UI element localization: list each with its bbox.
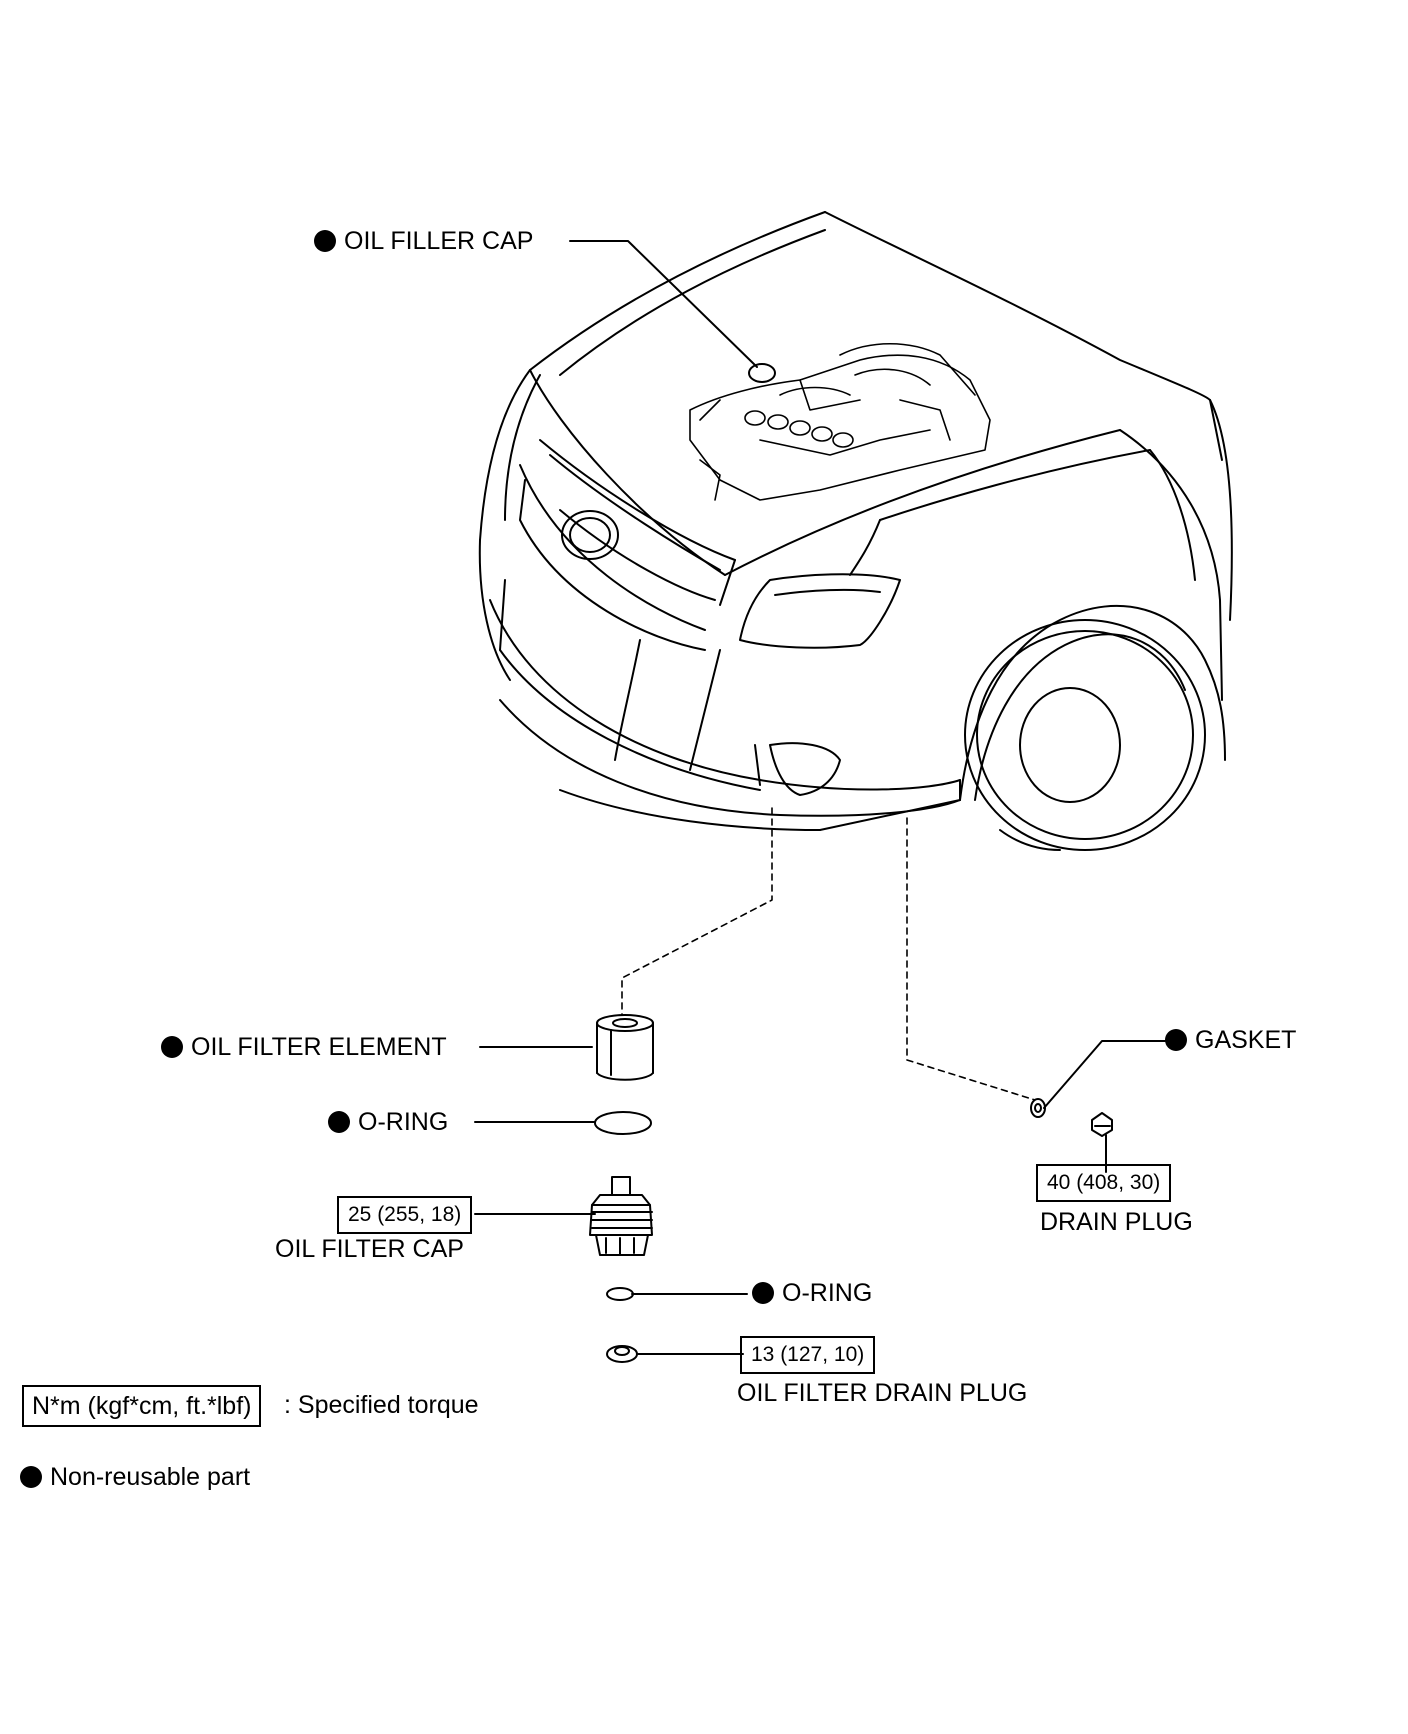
drain-plug-part — [1091, 1112, 1113, 1137]
leader-gasket — [1043, 1040, 1166, 1109]
oil-filler-cap-part — [748, 363, 776, 383]
torque-drain-plug: 40 (408, 30) — [1036, 1164, 1172, 1202]
legend-non-reusable: Non-reusable part — [20, 1462, 250, 1492]
label-o-ring-2: O-RING — [752, 1278, 872, 1308]
non-reusable-dot-icon — [752, 1282, 774, 1304]
oil-filter-cap-part — [589, 1176, 653, 1256]
o-ring-part-1 — [594, 1111, 652, 1135]
torque-oil-filter-drain-plug: 13 (127, 10) — [740, 1336, 876, 1374]
legend-torque-box: N*m (kgf*cm, ft.*lbf) — [22, 1385, 262, 1427]
label-o-ring-1: O-RING — [328, 1107, 448, 1137]
label-oil-filter-drain-plug: OIL FILTER DRAIN PLUG — [737, 1379, 1028, 1407]
label-oil-filter-cap: OIL FILTER CAP — [275, 1235, 464, 1263]
leader-oil-filler-cap — [569, 240, 758, 368]
legend-torque-description: : Specified torque — [284, 1391, 479, 1419]
non-reusable-dot-icon — [314, 230, 336, 252]
non-reusable-dot-icon — [328, 1111, 350, 1133]
leader-lines — [474, 240, 1166, 1355]
label-drain-plug: DRAIN PLUG — [1040, 1208, 1193, 1236]
non-reusable-dot-icon — [1165, 1029, 1187, 1051]
gasket-part — [1030, 1098, 1046, 1118]
label-gasket: GASKET — [1165, 1025, 1296, 1055]
label-oil-filter-element: OIL FILTER ELEMENT — [161, 1032, 447, 1062]
o-ring-part-2 — [606, 1287, 634, 1301]
non-reusable-dot-icon — [20, 1466, 42, 1488]
oil-filter-drain-plug-part — [606, 1345, 638, 1363]
engine — [689, 343, 991, 501]
label-oil-filler-cap: OIL FILLER CAP — [314, 226, 533, 256]
vehicle-outline — [478, 211, 1233, 851]
dashed-guide-lines — [621, 807, 1036, 1101]
torque-oil-filter-cap: 25 (255, 18) — [337, 1196, 473, 1234]
oil-filter-element-part — [596, 1014, 654, 1081]
non-reusable-dot-icon — [161, 1036, 183, 1058]
